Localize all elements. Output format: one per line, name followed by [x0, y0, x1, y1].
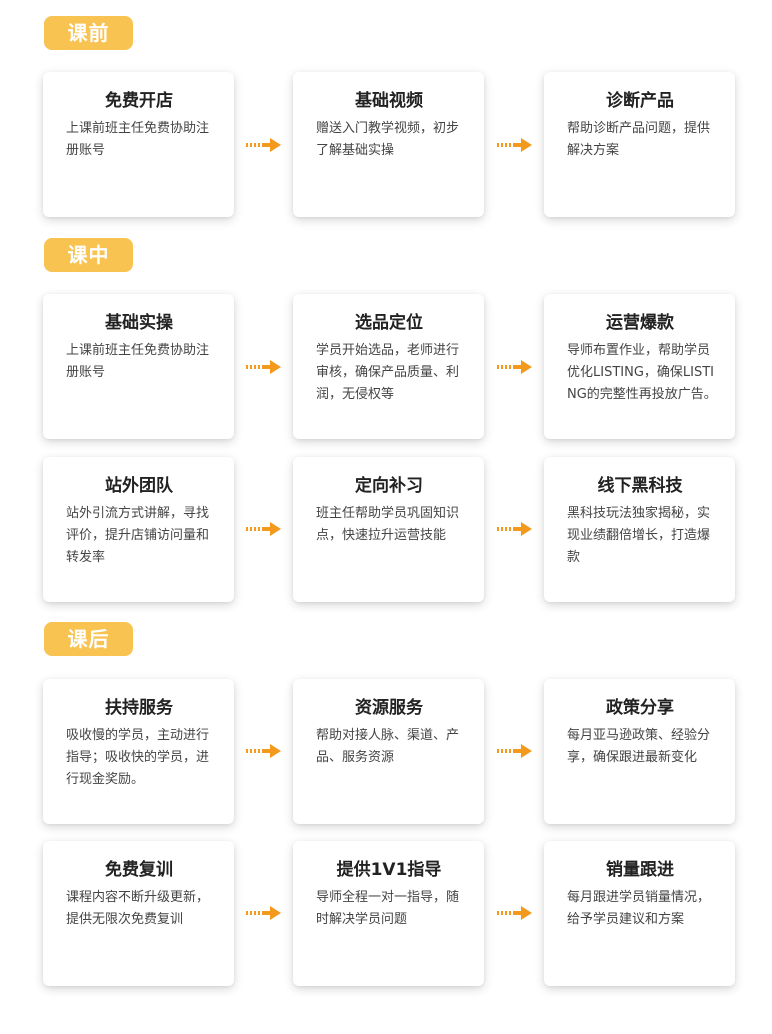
card-title: 基础视频 [355, 91, 423, 111]
arrow-right-icon [497, 906, 532, 920]
card-basic-video: 基础视频 赠送入门教学视频，初步了解基础实操 [293, 72, 484, 217]
arrow-right-icon [497, 138, 532, 152]
card-hot-product-ops: 运营爆款 导师布置作业，帮助学员优化LISTING，确保LISTING的完整性再… [544, 294, 735, 439]
card-title: 免费开店 [105, 91, 173, 111]
card-desc: 每月跟进学员销量情况，给予学员建议和方案 [567, 890, 711, 927]
card-desc: 课程内容不断升级更新，提供无限次免费复训 [66, 890, 210, 927]
section-badge-after: 课后 [44, 622, 133, 656]
card-title: 销量跟进 [606, 860, 674, 880]
section-badge-before: 课前 [44, 16, 133, 50]
arrow-right-icon [246, 744, 281, 758]
arrow-right-icon [246, 906, 281, 920]
card-desc: 吸收慢的学员，主动进行指导；吸收快的学员，进行现金奖励。 [66, 728, 210, 787]
card-diagnose-product: 诊断产品 帮助诊断产品问题，提供解决方案 [544, 72, 735, 217]
arrow-right-icon [246, 522, 281, 536]
arrow-right-icon [497, 522, 532, 536]
card-desc: 班主任帮助学员巩固知识点，快速拉升运营技能 [316, 506, 460, 543]
card-free-retraining: 免费复训 课程内容不断升级更新，提供无限次免费复训 [43, 841, 234, 986]
arrow-right-icon [246, 360, 281, 374]
card-free-store: 免费开店 上课前班主任免费协助注册账号 [43, 72, 234, 217]
card-title: 诊断产品 [606, 91, 674, 111]
card-desc: 上课前班主任免费协助注册账号 [66, 343, 210, 380]
card-support-service: 扶持服务 吸收慢的学员，主动进行指导；吸收快的学员，进行现金奖励。 [43, 679, 234, 824]
card-desc: 导师全程一对一指导，随时解决学员问题 [316, 890, 460, 927]
card-title: 站外团队 [105, 476, 173, 496]
card-title: 提供1V1指导 [336, 860, 442, 880]
card-desc: 学员开始选品，老师进行审核，确保产品质量、利润，无侵权等 [316, 343, 460, 402]
card-desc: 导师布置作业，帮助学员优化LISTING，确保LISTING的完整性再投放广告。 [567, 343, 717, 402]
card-desc: 赠送入门教学视频，初步了解基础实操 [316, 121, 460, 158]
card-title: 扶持服务 [105, 698, 173, 718]
card-title: 基础实操 [105, 313, 173, 333]
section-badge-during: 课中 [44, 238, 133, 272]
arrow-right-icon [497, 360, 532, 374]
card-product-selection: 选品定位 学员开始选品，老师进行审核，确保产品质量、利润，无侵权等 [293, 294, 484, 439]
card-offline-tech: 线下黑科技 黑科技玩法独家揭秘，实现业绩翻倍增长，打造爆款 [544, 457, 735, 602]
card-title: 资源服务 [355, 698, 423, 718]
card-title: 运营爆款 [606, 313, 674, 333]
card-title: 线下黑科技 [597, 476, 683, 496]
card-desc: 帮助对接人脉、渠道、产品、服务资源 [316, 728, 460, 765]
arrow-right-icon [497, 744, 532, 758]
card-policy-sharing: 政策分享 每月亚马逊政策、经验分享，确保跟进最新变化 [544, 679, 735, 824]
card-resource-service: 资源服务 帮助对接人脉、渠道、产品、服务资源 [293, 679, 484, 824]
card-desc: 上课前班主任免费协助注册账号 [66, 121, 210, 158]
card-title: 免费复训 [105, 860, 173, 880]
card-basic-practice: 基础实操 上课前班主任免费协助注册账号 [43, 294, 234, 439]
card-title: 政策分享 [606, 698, 674, 718]
card-offsite-team: 站外团队 站外引流方式讲解，寻找评价，提升店铺访问量和转发率 [43, 457, 234, 602]
card-one-on-one: 提供1V1指导 导师全程一对一指导，随时解决学员问题 [293, 841, 484, 986]
card-desc: 每月亚马逊政策、经验分享，确保跟进最新变化 [567, 728, 711, 765]
card-desc: 站外引流方式讲解，寻找评价，提升店铺访问量和转发率 [66, 506, 210, 565]
card-desc: 帮助诊断产品问题，提供解决方案 [567, 121, 711, 158]
card-title: 定向补习 [355, 476, 423, 496]
card-desc: 黑科技玩法独家揭秘，实现业绩翻倍增长，打造爆款 [567, 506, 711, 565]
card-sales-followup: 销量跟进 每月跟进学员销量情况，给予学员建议和方案 [544, 841, 735, 986]
card-targeted-tutoring: 定向补习 班主任帮助学员巩固知识点，快速拉升运营技能 [293, 457, 484, 602]
arrow-right-icon [246, 138, 281, 152]
card-title: 选品定位 [355, 313, 423, 333]
